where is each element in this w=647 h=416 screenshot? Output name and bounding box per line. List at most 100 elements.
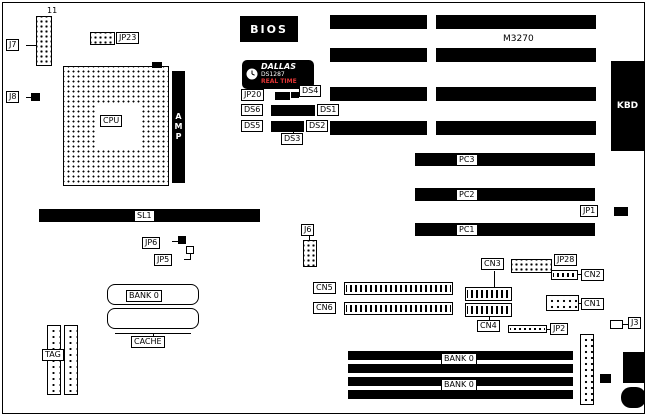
bios-chip: BIOS (240, 16, 298, 42)
simm-bank0-bottom-label: BANK 0 (441, 379, 477, 391)
cn2-label: CN2 (581, 269, 604, 281)
j7-header (36, 16, 52, 66)
pci-slot-1 (415, 223, 595, 236)
pci-slot-3 (415, 153, 595, 166)
pci-slot-2 (415, 188, 595, 201)
j3-connector (610, 320, 623, 329)
jp5-line-v (190, 254, 191, 260)
cn4-label: CN4 (477, 320, 500, 332)
isa-slot-3-left (330, 87, 427, 101)
simm-bank0-top-label: BANK 0 (441, 353, 477, 365)
isa-slot-2-right (436, 48, 596, 62)
ds5-ds2-chip (271, 121, 304, 132)
isa-slot-2-left (330, 48, 427, 62)
rtc-text-block: DALLAS DS1287 REAL TIME (261, 62, 297, 86)
jp1-header (614, 207, 628, 216)
ds2-label: DS2 (306, 120, 329, 132)
jp6-line (172, 241, 178, 242)
cn1-label: CN1 (581, 298, 604, 310)
jp28-label: JP28 (554, 254, 578, 266)
rtc-part: DS1287 (261, 71, 285, 78)
jp23-header (90, 32, 115, 45)
j3-label: J3 (628, 317, 642, 329)
cn4-line (489, 317, 490, 321)
cn6-header (344, 302, 453, 315)
jp1-label: JP1 (580, 205, 599, 217)
cache-brace-tick (153, 333, 154, 337)
sl1-label: SL1 (134, 210, 155, 222)
jp5-line-h (184, 259, 190, 260)
jp5-jumper (186, 246, 194, 254)
rtc-module: DALLAS DS1287 REAL TIME (242, 60, 314, 89)
cn1-line (579, 303, 581, 304)
pc1-label: PC1 (456, 224, 478, 236)
isa-slot-3-right (436, 87, 596, 101)
j6-label: J6 (301, 224, 315, 236)
kbd-connector: KBD (611, 61, 644, 151)
cn4-header (465, 303, 512, 317)
jp2-header (508, 325, 547, 333)
jp2-label: JP2 (550, 323, 569, 335)
jp6-jumper (178, 236, 186, 244)
simm-slot-2 (348, 364, 573, 373)
pc3-label: PC3 (456, 154, 478, 166)
jp20-connector (275, 92, 290, 100)
cn6-label: CN6 (313, 302, 336, 314)
ds6-label: DS6 (241, 104, 264, 116)
isa-slot-1-right (436, 15, 596, 29)
tag-label: TAG (42, 349, 64, 361)
bios-label: BIOS (250, 22, 288, 36)
j8-line (26, 97, 31, 98)
edge-pin-strip (580, 334, 594, 405)
ds3-label: DS3 (281, 133, 304, 145)
ds5-label: DS5 (241, 120, 264, 132)
din-connector-body (623, 352, 644, 383)
j7-line (26, 45, 36, 46)
kbd-label: KBD (616, 101, 639, 111)
j3-line (623, 324, 628, 325)
j6-header (303, 240, 317, 267)
rtc-brand: DALLAS (261, 62, 296, 71)
clock-icon (246, 68, 258, 80)
jp20-label: JP20 (241, 89, 265, 101)
cache-label: CACHE (131, 336, 165, 348)
jp23-label: JP23 (116, 32, 140, 44)
ds4-label: DS4 (299, 85, 322, 97)
jp2-line (547, 329, 550, 330)
ds4-led (291, 92, 299, 98)
jp6-label: JP6 (142, 237, 161, 249)
board-model: M3270 (503, 34, 534, 44)
cn3-line (494, 271, 495, 287)
din-connector-plug (621, 387, 644, 408)
amp-socket-bar: AMP (172, 71, 185, 183)
amp-label: AMP (174, 112, 183, 142)
pin11-label: 11 (47, 6, 58, 15)
tag-socket-2 (64, 325, 78, 395)
rtc-type: REAL TIME (261, 78, 297, 85)
cn2-header (551, 270, 578, 280)
ds1-label: DS1 (317, 104, 340, 116)
isa-slot-4-right (436, 121, 596, 135)
cn5-label: CN5 (313, 282, 336, 294)
j6-line (309, 236, 310, 240)
j7-label: J7 (6, 39, 20, 51)
isa-slot-4-left (330, 121, 427, 135)
simm-slot-4 (348, 390, 573, 399)
j8-connector (31, 93, 40, 101)
cache-bank0-label: BANK 0 (126, 290, 162, 302)
cn5-header (344, 282, 453, 295)
cn1-header (546, 295, 579, 311)
pc2-label: PC2 (456, 189, 478, 201)
ds6-ds1-chip (271, 105, 315, 116)
isa-slot-1-left (330, 15, 427, 29)
cache-socket-2 (107, 308, 199, 329)
cn2-line (578, 274, 581, 275)
cpu-socket-key-marker (152, 62, 162, 68)
corner-small-connector (600, 374, 611, 383)
j8-label: J8 (6, 91, 20, 103)
cn3-label: CN3 (481, 258, 504, 270)
jp5-label: JP5 (154, 254, 173, 266)
cn3-header (465, 287, 512, 301)
cpu-label: CPU (100, 115, 123, 127)
